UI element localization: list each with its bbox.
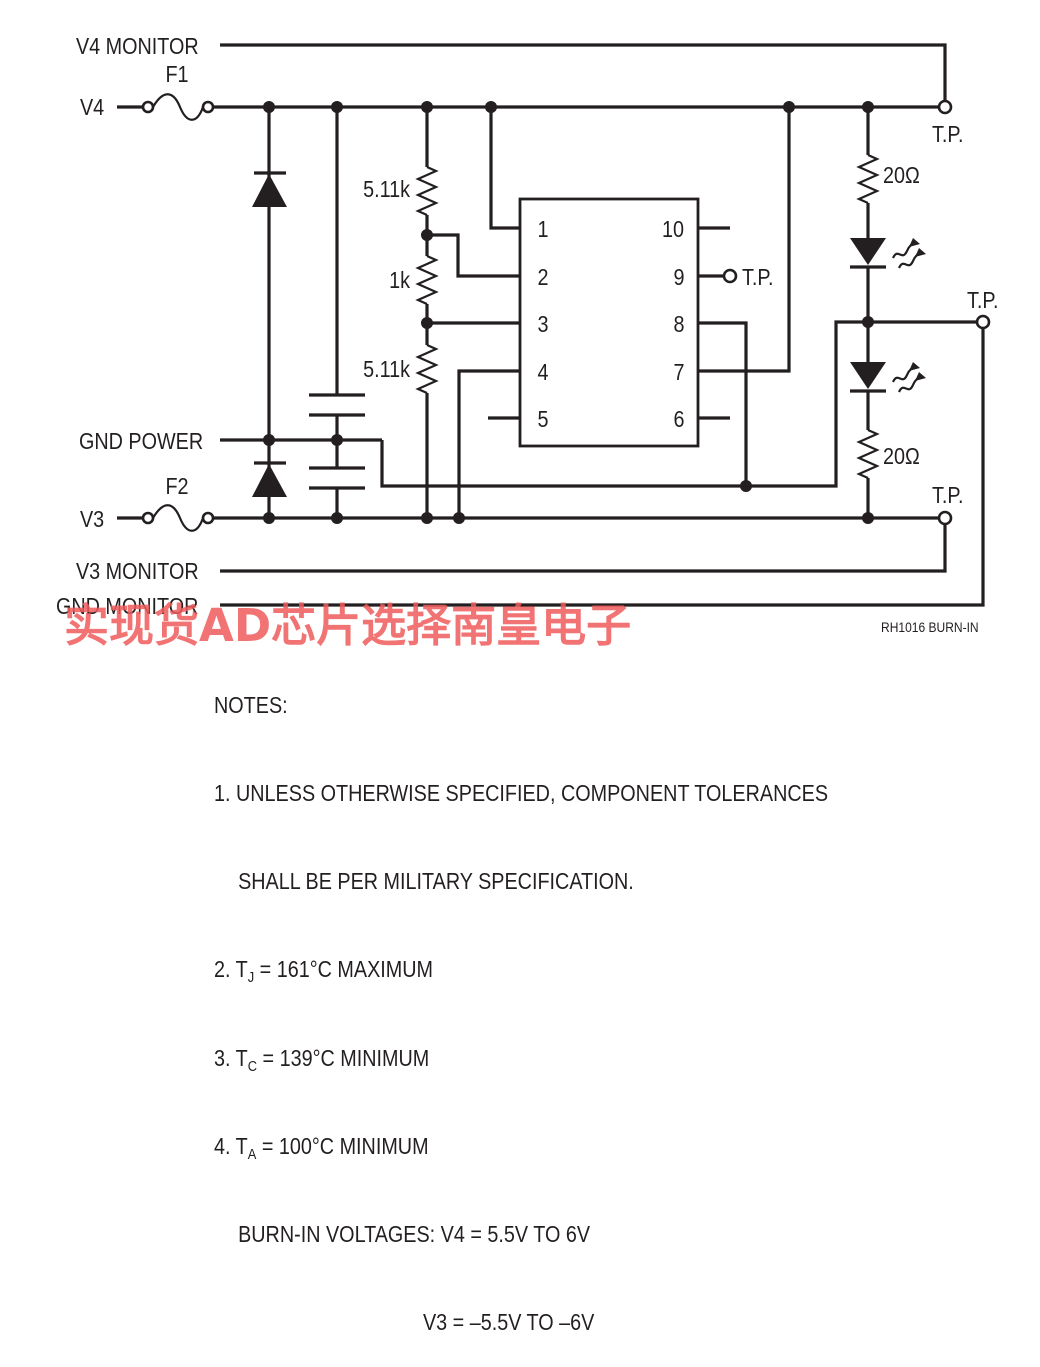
note-3-rest: = 139°C MINIMUM bbox=[257, 1044, 430, 1071]
protection-diode-top bbox=[252, 107, 287, 440]
label-tp-v3: T.P. bbox=[932, 483, 964, 509]
note-burn-in-v3: V3 = –5.5V TO –6V bbox=[422, 1309, 595, 1336]
label-resistor-led-bottom: 20Ω bbox=[883, 444, 920, 470]
note-3: 3. TC = 139°C MINIMUM bbox=[214, 1044, 828, 1075]
label-v4-monitor: V4 MONITOR bbox=[76, 34, 199, 60]
note-4-sub: A bbox=[247, 1145, 257, 1163]
label-f2: F2 bbox=[165, 474, 188, 500]
note-3-sub: C bbox=[247, 1057, 258, 1075]
note-2-prefix: 2. T bbox=[214, 956, 248, 983]
ic-pin-label: 3 bbox=[537, 312, 548, 338]
ic-pin-label: 7 bbox=[673, 360, 684, 386]
burn-in-schematic: V4 MONITOR F1 V4 GND POWER F2 V3 V3 MONI… bbox=[56, 34, 999, 652]
fuse-f2 bbox=[141, 504, 215, 532]
note-2-rest: = 161°C MAXIMUM bbox=[254, 956, 434, 983]
label-resistor-top: 5.11k bbox=[363, 177, 410, 203]
label-resistor-led-top: 20Ω bbox=[883, 163, 920, 189]
label-tp-gnd: T.P. bbox=[967, 288, 999, 314]
watermark: 实现货AD芯片选择南皇电子 bbox=[64, 599, 631, 652]
label-gnd-monitor: GND MONITOR bbox=[56, 594, 198, 620]
label-gnd-power: GND POWER bbox=[79, 429, 203, 455]
label-resistor-bottom: 5.11k bbox=[363, 357, 410, 383]
note-4: 4. TA = 100°C MINIMUM bbox=[214, 1132, 828, 1163]
protection-diode-bottom bbox=[252, 440, 287, 518]
ic-pin-label: 8 bbox=[673, 312, 684, 338]
test-point-gnd bbox=[975, 314, 991, 330]
v3-monitor-line bbox=[220, 524, 947, 573]
capacitor-bottom bbox=[309, 440, 365, 518]
gnd-monitor-line bbox=[220, 328, 985, 607]
led-light-rays-top bbox=[891, 238, 926, 269]
ic-pin-label: 5 bbox=[537, 407, 548, 433]
notes-block: NOTES: 1. UNLESS OTHERWISE SPECIFIED, CO… bbox=[214, 632, 828, 1367]
label-v3-monitor: V3 MONITOR bbox=[76, 559, 199, 585]
note-2: 2. TJ = 161°C MAXIMUM bbox=[214, 955, 828, 985]
resistor-divider bbox=[415, 107, 439, 518]
note-3-prefix: 3. T bbox=[214, 1044, 248, 1071]
ic-pin-label: 2 bbox=[537, 265, 548, 291]
gnd-power-line bbox=[220, 320, 978, 488]
ic-pin-label: 4 bbox=[537, 360, 548, 386]
note-4-prefix: 4. T bbox=[214, 1132, 248, 1159]
note-1a: 1. UNLESS OTHERWISE SPECIFIED, COMPONENT… bbox=[214, 780, 829, 807]
ic-pin-label: 6 bbox=[673, 407, 684, 433]
ic-pin-label: 1 bbox=[537, 217, 548, 243]
capacitor-top bbox=[309, 107, 365, 440]
notes-heading: NOTES: bbox=[214, 691, 288, 718]
test-point-v3 bbox=[937, 510, 953, 526]
note-burn-in-v4: BURN-IN VOLTAGES: V4 = 5.5V TO 6V bbox=[238, 1221, 591, 1248]
caption: RH1016 BURN-IN bbox=[881, 619, 979, 635]
label-v4: V4 bbox=[80, 95, 104, 121]
junction-dots bbox=[263, 101, 874, 524]
label-resistor-mid: 1k bbox=[389, 268, 410, 294]
ic-pin-label: 10 bbox=[662, 217, 684, 243]
test-point-pin9 bbox=[722, 268, 738, 284]
label-v3: V3 bbox=[80, 507, 104, 533]
note-4-rest: = 100°C MINIMUM bbox=[256, 1132, 429, 1159]
ic-pin-label: 9 bbox=[673, 265, 684, 291]
led-branch bbox=[850, 107, 886, 518]
label-tp-pin9: T.P. bbox=[742, 265, 774, 291]
led-light-rays-bottom bbox=[891, 362, 926, 393]
ic-wiring bbox=[427, 107, 791, 518]
label-tp-v4: T.P. bbox=[932, 122, 964, 148]
v4-monitor-line bbox=[220, 43, 947, 102]
ic-body bbox=[518, 197, 700, 448]
test-point-v4 bbox=[937, 99, 953, 115]
fuse-f1 bbox=[141, 93, 215, 121]
label-f1: F1 bbox=[165, 62, 188, 88]
